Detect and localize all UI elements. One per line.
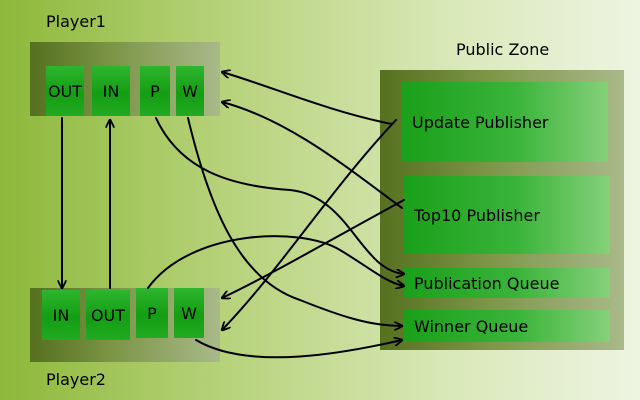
player2-out-slot: OUT [86,290,130,340]
player1-in-slot: IN [92,66,130,116]
arrow-p1-p-to-pubqueue [155,117,404,274]
player1-w-slot: W [176,66,204,116]
top10-publisher-box: Top10 Publisher [404,176,610,254]
player2-in-slot: IN [42,290,80,340]
player1-out-slot: OUT [46,66,84,116]
winner-queue-box: Winner Queue [404,310,610,342]
arrow-p1-w-to-winner [187,117,403,326]
update-publisher-box: Update Publisher [402,82,608,162]
player1-title: Player1 [46,12,106,31]
arrow-top10-to-p1 [222,102,403,209]
player2-title: Player2 [46,370,106,389]
arrow-p2-w-to-winner [195,340,402,359]
player2-p-slot: P [136,288,168,338]
arrow-p2-p-to-pubqueue [147,235,404,288]
arrow-update-to-p1-top [222,72,393,125]
arrow-update-to-p2-w [222,119,397,330]
publication-queue-box: Publication Queue [404,268,610,298]
player1-p-slot: P [140,66,170,116]
arrow-top10-to-p2 [222,199,405,298]
public-zone-title: Public Zone [456,40,550,59]
player2-w-slot: W [174,288,204,338]
